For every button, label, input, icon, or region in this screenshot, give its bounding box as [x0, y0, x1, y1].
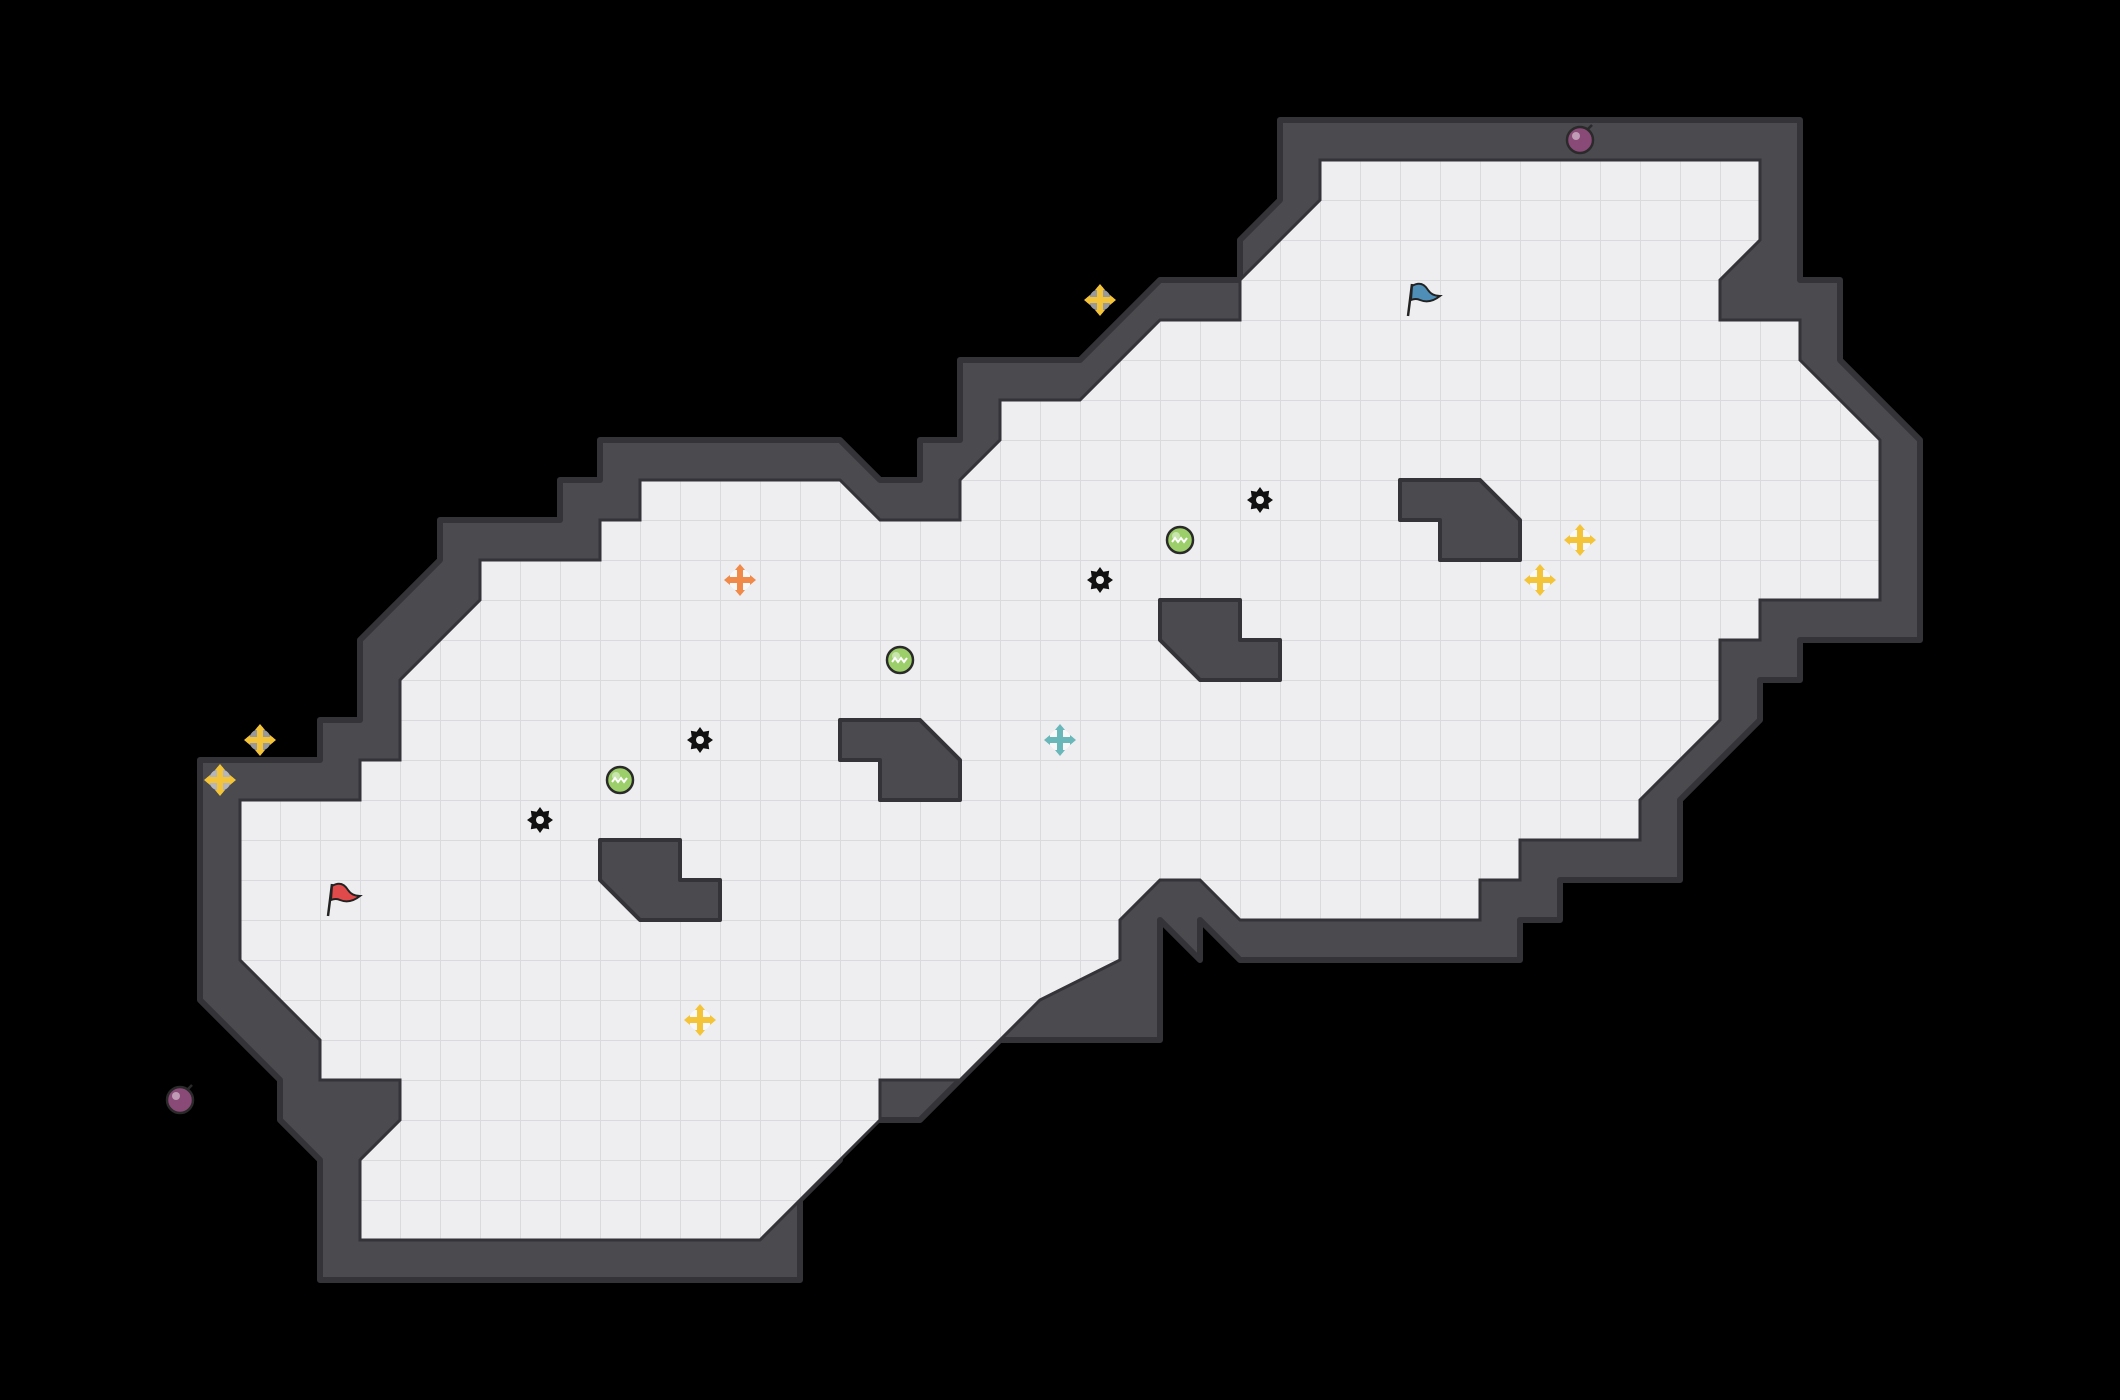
- yellow-spawn-icon: [1524, 564, 1556, 596]
- yellow-spawn-icon: [244, 724, 276, 756]
- yellow-spawn-icon: [684, 1004, 716, 1036]
- sawblade-icon: [1087, 567, 1113, 593]
- yellow-spawn-icon: [1084, 284, 1116, 316]
- sawblade-icon: [527, 807, 553, 833]
- yellow-spawn-icon: [204, 764, 236, 796]
- blue-flag-icon: [1406, 282, 1443, 317]
- green-orb-icon: [1165, 525, 1195, 555]
- orange-spawn-icon: [724, 564, 756, 596]
- obstacle-block-sw: [598, 838, 722, 922]
- obstacle-block-mid: [838, 718, 962, 802]
- green-orb-icon: [605, 765, 635, 795]
- yellow-spawn-icon: [1564, 524, 1596, 556]
- obstacle-block-ne: [1398, 478, 1522, 562]
- arena-floor: [238, 158, 1882, 1242]
- sawblade-icon: [687, 727, 713, 753]
- sawblade-icon: [1247, 487, 1273, 513]
- obstacles: [598, 478, 1522, 922]
- teal-spawn-icon: [1044, 724, 1076, 756]
- obstacle-block-center: [1158, 598, 1282, 682]
- entities: [165, 124, 1596, 1115]
- purple-orb-icon: [1565, 124, 1595, 155]
- red-flag-icon: [326, 882, 363, 917]
- purple-orb-icon: [165, 1084, 195, 1115]
- green-orb-icon: [885, 645, 915, 675]
